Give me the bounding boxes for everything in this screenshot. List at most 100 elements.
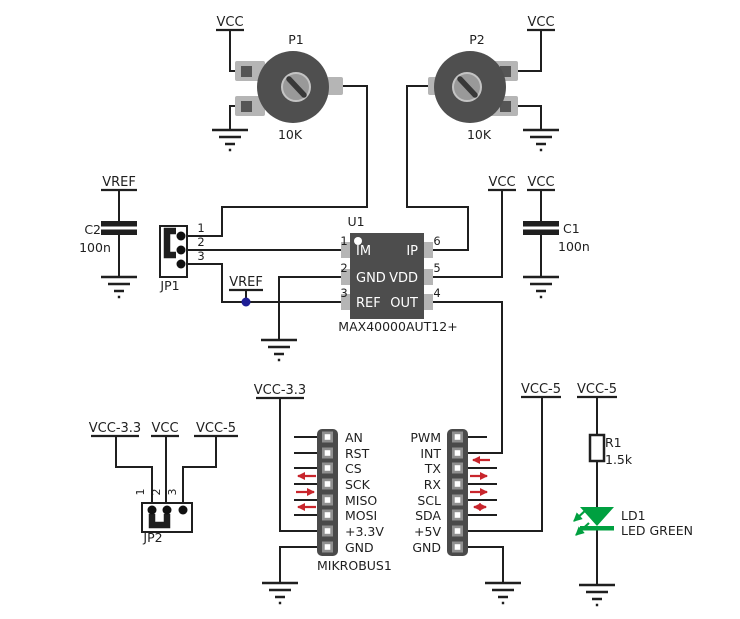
mb-left-label-sck: SCK (345, 477, 371, 492)
mb-left-label-mosi: MOSI (345, 508, 377, 523)
mikrobus-left-header (317, 429, 338, 556)
mb-left-pin-miso (322, 494, 333, 506)
c2-ref-label: C2 (84, 222, 101, 237)
mikrobus-label: MIKROBUS1 (317, 558, 392, 573)
gnd-icon-mb-left (260, 581, 300, 605)
jp2-pin3 (178, 505, 188, 515)
ic-u1 (341, 233, 433, 319)
p1-screw-slot (286, 76, 307, 98)
vref-junction-dot (241, 297, 251, 307)
u1-pin2-pad (341, 269, 351, 285)
wire-mb-left-gnd (279, 546, 318, 583)
u1-pin4-pad (423, 294, 433, 310)
power-label-vcc-jp2: VCC (151, 421, 178, 436)
gnd-icon-c1 (521, 275, 561, 299)
capacitor-c1 (523, 221, 559, 235)
power-label-vref-jp1: VREF (229, 275, 263, 290)
mb-left-label-3v3: +3.3V (345, 524, 384, 539)
c2-plate-top (101, 221, 137, 227)
mb-right-pin-tx (452, 462, 463, 474)
wire-p1-gnd (229, 105, 237, 130)
wire-vcc-p1 (229, 30, 237, 72)
u1-pin3-number: 3 (340, 286, 347, 300)
ld1-value-label: LED GREEN (621, 523, 693, 538)
power-label-vcc-c1: VCC (527, 175, 554, 190)
wires (115, 30, 598, 585)
mb-right-label-int: INT (420, 446, 441, 461)
u1-pin5-pad (423, 269, 433, 285)
p2-screw-slot (457, 76, 478, 98)
mb-right-label-sda: SDA (415, 508, 441, 523)
mb-left-label-miso: MISO (345, 493, 377, 508)
mb-right-label-5v: +5V (414, 524, 441, 539)
potentiometer-p2 (428, 51, 518, 123)
u1-pin-name-vdd: VDD (389, 271, 418, 286)
p1-terminal-top-pad (241, 66, 252, 77)
power-label-vcc5-jp2: VCC-5 (196, 421, 236, 436)
jumper-jp2 (141, 502, 193, 533)
c1-ref-label: C1 (563, 221, 580, 236)
p1-terminal-bottom-pad (241, 101, 252, 112)
jp2-pin2-number: 2 (150, 489, 163, 496)
r1-ref-label: R1 (605, 435, 622, 450)
capacitor-c2 (101, 221, 137, 235)
wire-jp1-pin3-u1-ref (181, 263, 345, 303)
gnd-icon-u1 (259, 338, 299, 362)
jp1-ref-label: JP1 (159, 278, 179, 293)
jp2-pin1 (147, 505, 157, 515)
power-label-vcc-p2: VCC (527, 15, 554, 30)
u1-pin1-pad (341, 242, 351, 258)
mb-left-pin-an (322, 431, 333, 443)
mb-right-label-gnd: GND (412, 540, 441, 555)
mb-right-label-pwm: PWM (410, 430, 441, 445)
u1-pin5-number: 5 (433, 261, 440, 275)
r1-value-label: 1.5k (605, 452, 633, 467)
p1-ref-label: P1 (288, 32, 304, 47)
jp1-pin2-number: 2 (197, 235, 204, 249)
u1-part-label: MAX40000AUT12+ (338, 319, 457, 334)
u1-pin1-marker-icon (354, 237, 362, 245)
ld1-light-arrow2-icon (575, 522, 590, 536)
r1-body (588, 433, 606, 463)
wire-5v-rail (468, 397, 543, 532)
jp1-pin2 (176, 245, 186, 255)
wire-u1-gnd (278, 276, 345, 340)
u1-pin3-pad (341, 294, 351, 310)
mb-left-label-rst: RST (345, 446, 370, 461)
mb-left-pin-gnd (322, 541, 333, 553)
mb-left-label-an: AN (345, 430, 363, 445)
u1-pin-name-ip: IP (406, 244, 418, 259)
ld1-ref-label: LD1 (621, 508, 646, 523)
resistor-r1 (588, 433, 606, 463)
mb-left-pin-sck (322, 478, 333, 490)
power-label-vcc33-jp2: VCC-3.3 (89, 421, 141, 436)
jp2-pin1-number: 1 (134, 489, 147, 496)
mb-right-label-scl: SCL (417, 493, 441, 508)
mb-left-pin-mosi (322, 509, 333, 521)
signal-direction-arrows (296, 456, 490, 511)
mb-right-pin-rx (452, 478, 463, 490)
wire-jp2-rail-3v3 (115, 436, 153, 510)
jumper-jp1 (159, 225, 188, 278)
gnd-icon-p2 (521, 128, 561, 152)
power-label-vcc-p1: VCC (216, 15, 243, 30)
wire-mb-right-gnd (468, 546, 504, 583)
jp1-pin1-number: 1 (197, 221, 204, 235)
power-label-vref-c2: VREF (102, 175, 136, 190)
c2-plate-bottom (101, 229, 137, 235)
mb-left-label-cs: CS (345, 461, 362, 476)
jp2-ref-label: JP2 (142, 530, 162, 545)
wire-p2-gnd (516, 105, 542, 130)
u1-pin2-number: 2 (340, 261, 347, 275)
c1-plate-top (523, 221, 559, 227)
power-label-vcc33-mb: VCC-3.3 (254, 383, 306, 398)
potentiometer-p1 (235, 51, 343, 123)
p1-value-label: 10K (278, 127, 303, 142)
wire-jp2-rail-5v (182, 436, 217, 510)
p2-value-label: 10K (467, 127, 492, 142)
power-label-vcc-u1: VCC (488, 175, 515, 190)
mb-right-pin-sda (452, 509, 463, 521)
u1-ref-label: U1 (347, 214, 364, 229)
u1-body (350, 233, 424, 319)
